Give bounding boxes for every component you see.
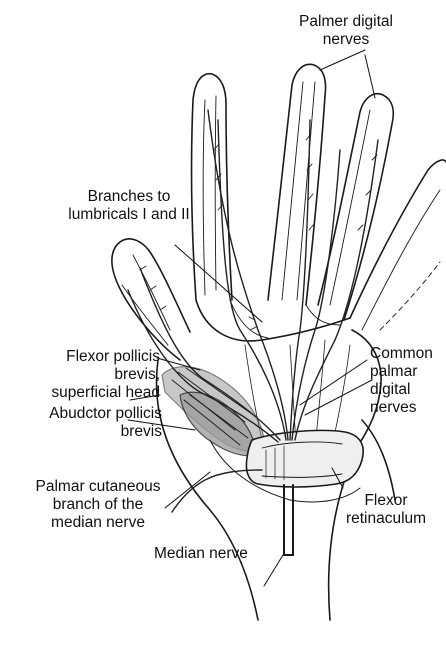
label-abductor-pollicis-brevis: Abudctor pollicis brevis	[14, 405, 162, 441]
label-palmar-cutaneous-branch: Palmar cutaneous branch of the median ne…	[18, 478, 178, 532]
thumb-outline	[112, 239, 190, 360]
label-palmar-digital-nerves: Palmer digital nerves	[288, 13, 404, 49]
flexor-retinaculum-band	[246, 430, 363, 487]
little-finger-outline	[350, 160, 446, 318]
label-median-nerve: Median nerve	[154, 545, 248, 563]
middle-finger-outline	[268, 64, 326, 305]
index-finger-inner	[203, 100, 205, 295]
label-common-palmar-digital-nerves: Common palmar digital nerves	[370, 345, 446, 417]
label-branches-lumbricals: Branches to lumbricals I and II	[56, 188, 202, 224]
label-flexor-pollicis-brevis: Flexor pollicis brevis, superficial head	[14, 348, 160, 402]
ring-finger-outline	[318, 94, 393, 320]
label-flexor-retinaculum: Flexor retinaculum	[338, 492, 434, 528]
